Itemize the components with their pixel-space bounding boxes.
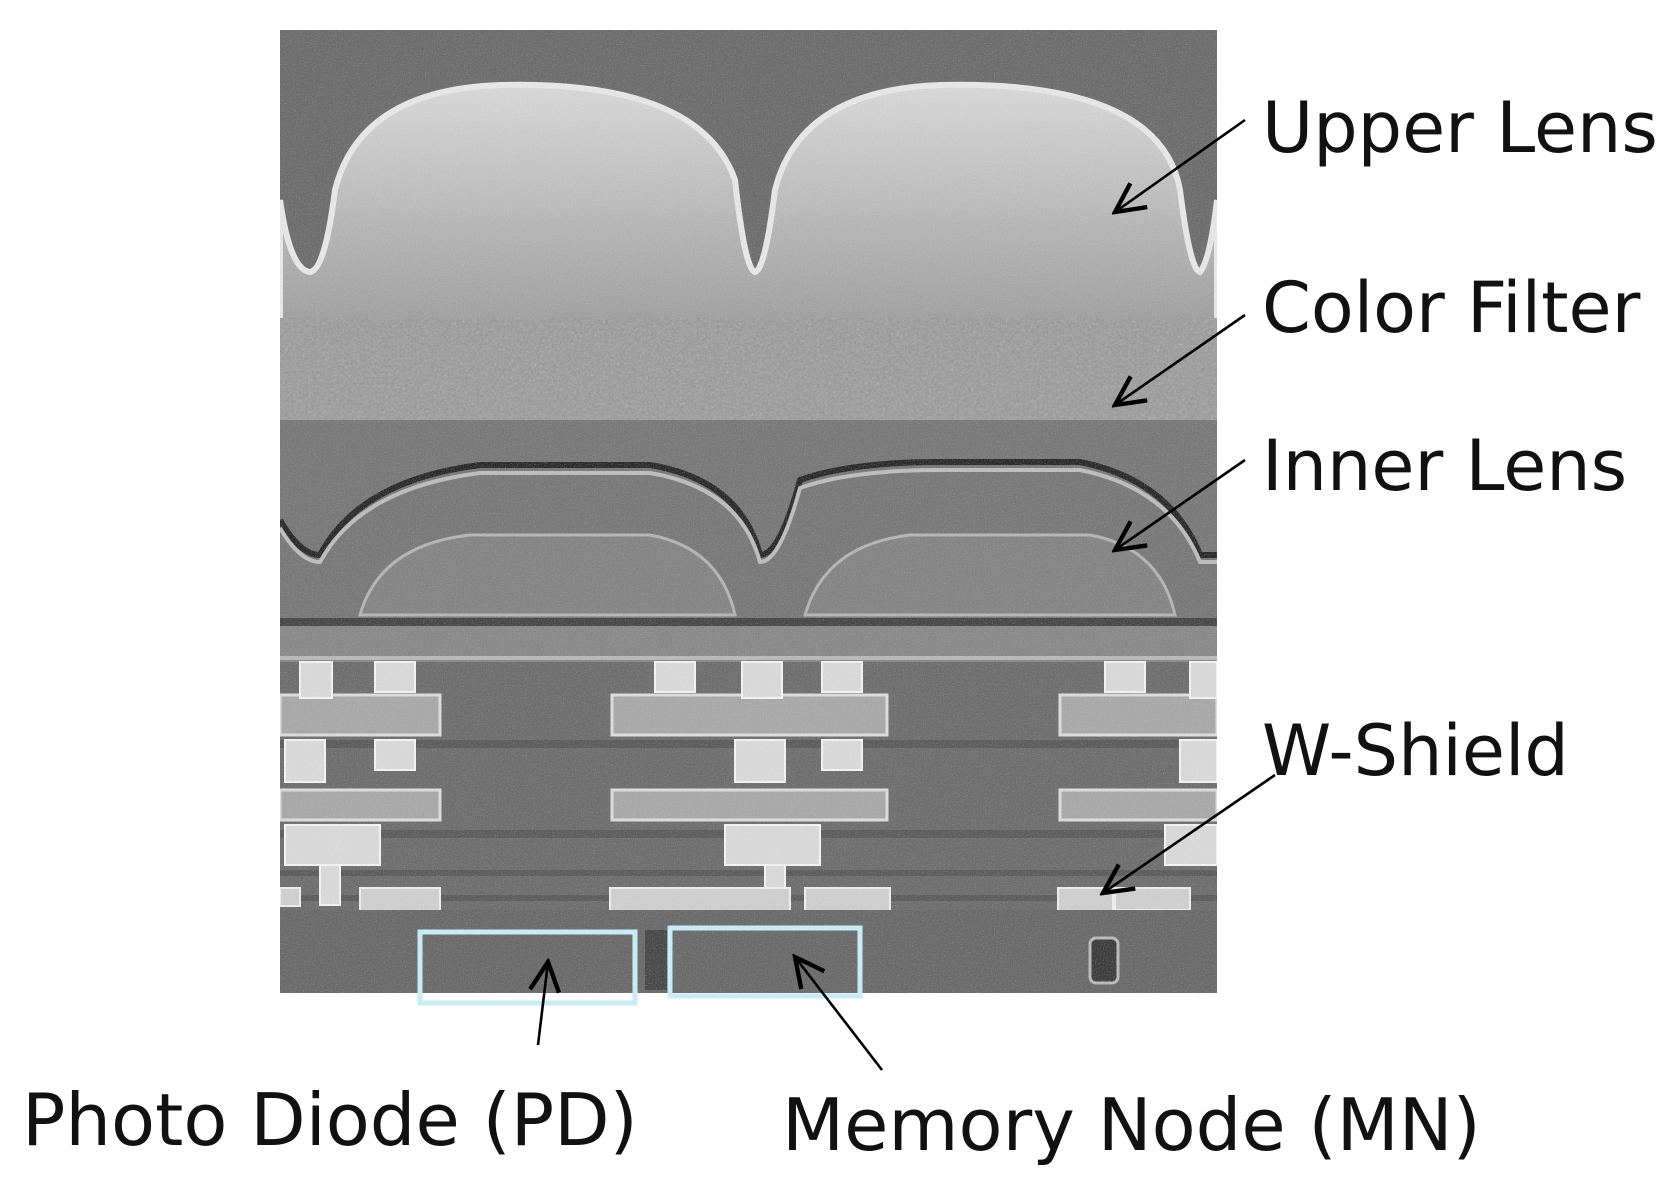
arrow-photo-diode <box>538 962 548 1046</box>
label-color-filter: Color Filter <box>1262 267 1641 349</box>
arrow-memory-node <box>795 957 884 1071</box>
label-inner-lens: Inner Lens <box>1262 425 1627 507</box>
photo-diode-region-box <box>417 929 638 1006</box>
memory-node-region-box <box>667 925 863 999</box>
inner-lens-shape <box>358 533 737 617</box>
metal-layers <box>280 693 1217 822</box>
label-photo-diode: Photo Diode (PD) <box>22 1078 638 1162</box>
arrow-w-shield <box>1103 773 1276 893</box>
label-w-shield: W-Shield <box>1262 710 1569 792</box>
arrow-color-filter <box>1115 313 1246 405</box>
arrow-inner-lens <box>1115 458 1246 550</box>
silicon-substrate <box>280 910 1217 993</box>
upper-lens-shape <box>280 81 1217 333</box>
label-memory-node: Memory Node (MN) <box>782 1083 1481 1167</box>
sem-micrograph <box>280 30 1217 993</box>
annotation-arrows <box>538 118 1276 1071</box>
arrow-upper-lens <box>1115 118 1246 212</box>
label-upper-lens: Upper Lens <box>1262 87 1658 169</box>
